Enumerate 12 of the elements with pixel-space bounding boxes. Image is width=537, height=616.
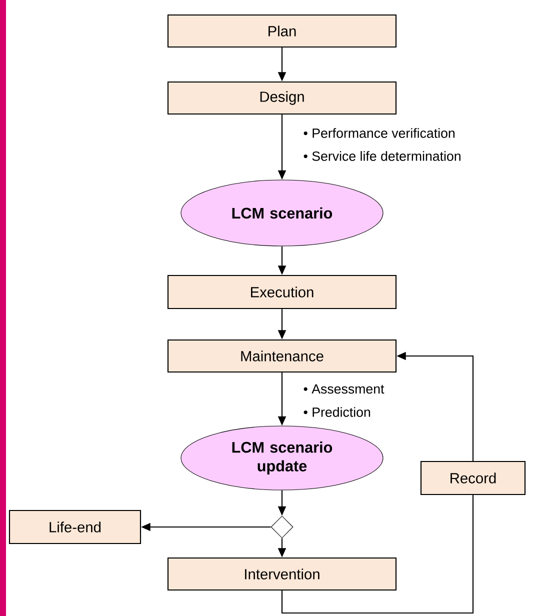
process-box: Plan xyxy=(167,14,397,48)
bullet-note: • Assessment xyxy=(304,384,384,394)
process-box: Execution xyxy=(167,274,397,310)
decision-diamond xyxy=(270,516,294,538)
process-box: Record xyxy=(420,460,526,496)
process-box: Intervention xyxy=(167,557,397,591)
process-box: Life-end xyxy=(8,510,142,544)
bullet-note: • Service life determination xyxy=(304,151,460,161)
bullet-note: • Prediction xyxy=(304,407,370,417)
process-box: Maintenance xyxy=(167,339,397,373)
process-box: Design xyxy=(167,81,397,115)
bullet-note: • Performance verification xyxy=(304,128,454,138)
